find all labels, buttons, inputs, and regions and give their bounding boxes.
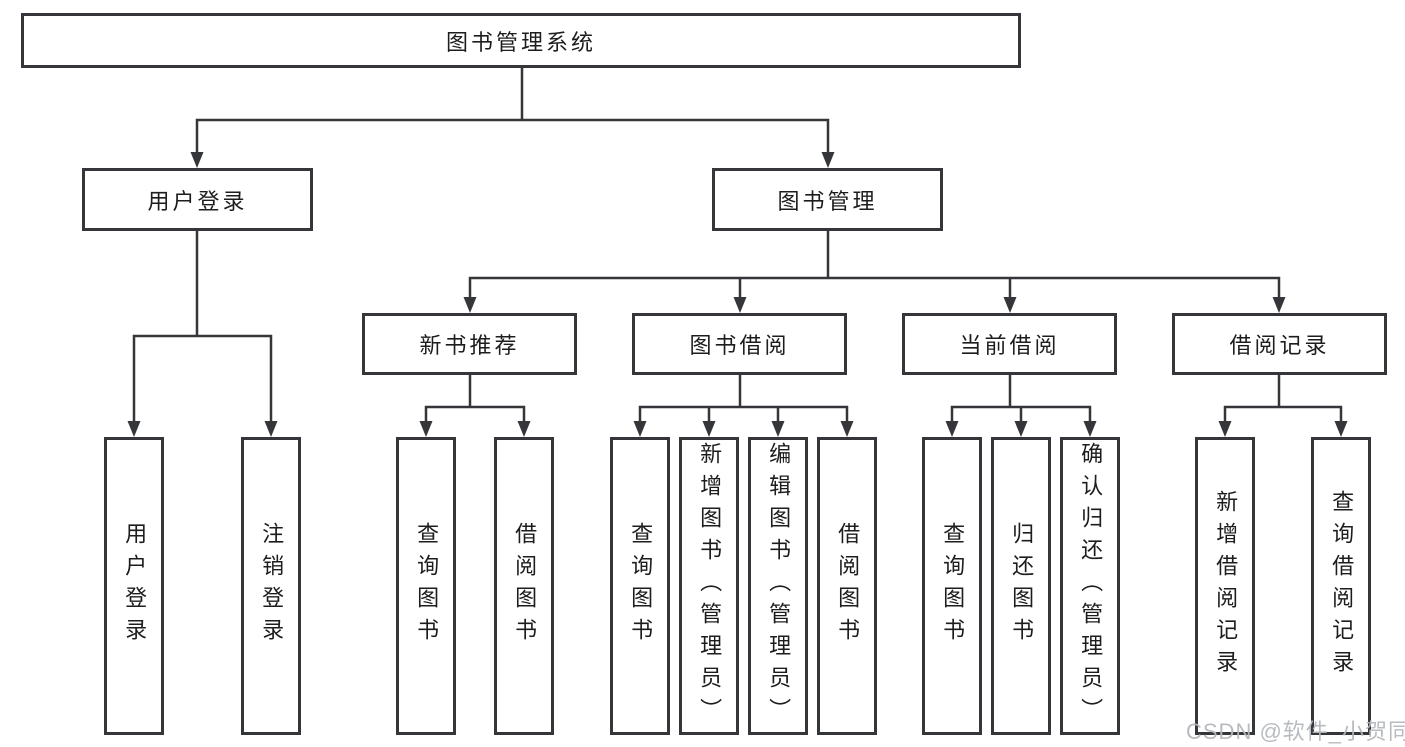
node-label: 图书管理 [777, 188, 878, 214]
node-label: 图书借阅 [689, 333, 790, 358]
node-borrow-records: 借阅记录 [1172, 313, 1387, 375]
node-user-login: 用户登录 [82, 168, 313, 231]
arrowhead-group [127, 152, 1348, 437]
node-label: 编辑图书（管理员） [766, 442, 792, 730]
arrowhead-icon [1272, 297, 1286, 313]
node-library-management-system: 图书管理系统 [21, 13, 1021, 68]
node-new-book-recommend: 新书推荐 [362, 313, 577, 375]
node-label: 查询借阅记录 [1329, 490, 1355, 682]
node-leaf-query-book-new: 查询图书 [396, 437, 456, 735]
node-leaf-query-book-borrow: 查询图书 [610, 437, 670, 735]
arrowhead-icon [419, 421, 433, 437]
node-current-borrow: 当前借阅 [902, 313, 1117, 375]
node-book-management: 图书管理 [712, 168, 943, 231]
arrowhead-icon [1014, 421, 1028, 437]
arrowhead-icon [1334, 421, 1348, 437]
node-leaf-return-book: 归还图书 [991, 437, 1051, 735]
node-label: 借阅记录 [1229, 333, 1330, 358]
node-label: 查询图书 [414, 522, 440, 650]
node-label: 用户登录 [122, 522, 148, 650]
node-label: 新书推荐 [419, 333, 520, 358]
node-leaf-confirm-return-admin: 确认归还（管理员） [1060, 437, 1120, 735]
connector-book-borrow-to-leaves [638, 373, 849, 431]
arrowhead-icon [1003, 297, 1017, 313]
connector-current-borrow-to-leaves [950, 373, 1092, 431]
node-leaf-logout: 注销登录 [241, 437, 301, 735]
node-label: 注销登录 [259, 522, 285, 650]
arrowhead-icon [702, 421, 716, 437]
node-label: 新增借阅记录 [1213, 490, 1239, 682]
node-label: 归还图书 [1009, 522, 1035, 650]
arrowhead-icon [190, 152, 204, 168]
arrowhead-icon [517, 421, 531, 437]
arrowhead-icon [771, 421, 785, 437]
connector-new-book-to-leaves [424, 373, 526, 431]
node-label: 借阅图书 [512, 522, 538, 650]
csdn-watermark: CSDN @软件_小贺同学 [1186, 719, 1405, 744]
node-leaf-borrow-book: 借阅图书 [817, 437, 877, 735]
arrowhead-icon [840, 421, 854, 437]
node-leaf-user-login: 用户登录 [104, 437, 164, 735]
arrowhead-icon [821, 152, 835, 168]
connector-book-management-to-level3 [468, 229, 1281, 307]
node-leaf-add-book-admin: 新增图书（管理员） [679, 437, 739, 735]
arrowhead-icon [733, 297, 747, 313]
node-leaf-query-book-current: 查询图书 [922, 437, 982, 735]
connector-borrow-records-to-leaves [1223, 373, 1343, 431]
arrowhead-icon [1218, 421, 1232, 437]
node-label: 图书管理系统 [445, 29, 596, 55]
node-label: 新增图书（管理员） [697, 442, 723, 730]
arrowhead-icon [945, 421, 959, 437]
node-leaf-add-borrow-record: 新增借阅记录 [1195, 437, 1255, 735]
arrowhead-icon [127, 421, 141, 437]
arrowhead-icon [633, 421, 647, 437]
node-label: 借阅图书 [835, 522, 861, 650]
arrowhead-icon [1083, 421, 1097, 437]
arrowhead-icon [264, 421, 278, 437]
node-label: 当前借阅 [959, 333, 1060, 358]
node-book-borrow: 图书借阅 [632, 313, 847, 375]
node-label: 查询图书 [628, 522, 654, 650]
node-label: 确认归还（管理员） [1078, 442, 1104, 730]
node-leaf-query-borrow-record: 查询借阅记录 [1311, 437, 1371, 735]
arrowhead-icon [463, 297, 477, 313]
node-label: 查询图书 [940, 522, 966, 650]
connector-root-to-level2 [195, 66, 830, 162]
node-label: 用户登录 [147, 188, 248, 214]
node-leaf-borrow-book-new: 借阅图书 [494, 437, 554, 735]
connector-user-login-to-leaves [132, 229, 273, 431]
node-leaf-edit-book-admin: 编辑图书（管理员） [748, 437, 808, 735]
